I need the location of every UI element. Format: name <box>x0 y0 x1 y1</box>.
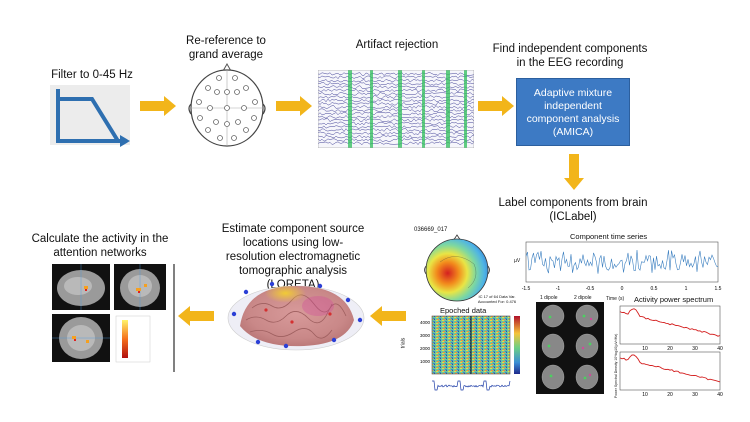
epoch-tick-label: 3000 <box>420 333 431 338</box>
time-tick-label: -0.5 <box>586 286 595 292</box>
time-series-chart: -1.5 -1 -0.5 0 0.5 1 1.5 <box>522 241 722 292</box>
spectrum-tick-label: 40 <box>717 392 723 396</box>
dipole-images <box>536 302 604 394</box>
spectrum-tick-label: 20 <box>667 346 673 352</box>
iclabel-step-label: Label components from brain (ICLabel) <box>498 197 648 223</box>
time-tick-label: 1 <box>685 286 688 292</box>
mri-slices-image <box>52 264 175 372</box>
arrow-left-icon <box>178 306 214 326</box>
eeg-cap-icon <box>188 62 266 147</box>
spectrum-tick-label: 30 <box>692 392 698 396</box>
time-tick-label: 0 <box>621 286 624 292</box>
time-tick-label: 1.5 <box>715 286 722 292</box>
epoched-info: IC 17 of 64 Data Var. Accounted For: 0.4… <box>477 294 517 304</box>
loreta-step-label: Estimate component source locations usin… <box>221 223 365 291</box>
spectrum-tick-label: 10 <box>642 392 648 396</box>
dipole-label-1: 1 dipole <box>540 295 558 301</box>
dipole-label-2: 2 dipole <box>574 295 592 301</box>
amica-box: Adaptive mixture independent component a… <box>516 78 630 146</box>
spectrum-ylabel: Power Spectral Density 10*log10(µV²/Hz) <box>614 333 618 398</box>
attention-step-label: Calculate the activity in the attention … <box>31 233 169 259</box>
eeg-traces-image <box>318 70 474 148</box>
component-id: 036669_017 <box>414 227 448 233</box>
arrow-left-icon <box>370 306 406 326</box>
arrow-right-icon <box>478 96 514 116</box>
time-tick-label: -1 <box>556 286 561 292</box>
time-series-xlabel: Time (s) <box>606 296 625 302</box>
epoched-title: Epoched data <box>440 306 487 315</box>
spectrum-tick-label: 40 <box>717 346 723 352</box>
topomap-image <box>424 234 490 302</box>
arrow-right-icon <box>276 96 312 116</box>
loreta-brain-image <box>227 281 365 351</box>
arrow-down-icon <box>564 154 584 190</box>
reref-step-label: Re-reference to grand average <box>186 35 266 61</box>
filter-step-label: Filter to 0-45 Hz <box>51 69 133 81</box>
epoch-tick-label: 4000 <box>420 320 431 325</box>
epoch-tick-label: 2000 <box>420 346 431 351</box>
time-series-ylabel: µV <box>514 258 521 264</box>
filter-icon <box>50 85 130 147</box>
arrow-right-icon <box>140 96 176 116</box>
time-series-title: Component time series <box>570 232 648 241</box>
amica-box-text: Adaptive mixture independent component a… <box>526 87 620 138</box>
epoched-ylabel: trials <box>400 337 407 349</box>
ica-step-label: Find independent components in the EEG r… <box>492 43 648 69</box>
epoched-image: 4000 3000 2000 1000 <box>420 315 520 391</box>
spectrum-tick-label: 10 <box>642 346 648 352</box>
spectrum-tick-label: 20 <box>667 392 673 396</box>
epoch-tick-label: 1000 <box>420 359 431 364</box>
time-tick-label: -1.5 <box>522 286 531 292</box>
artifact-step-label: Artifact rejection <box>355 39 439 51</box>
time-tick-label: 0.5 <box>651 286 658 292</box>
spectrum-tick-label: 30 <box>692 346 698 352</box>
spectrum-chart: 10 10 20 20 30 30 40 40 <box>619 305 723 396</box>
spectrum-title: Activity power spectrum <box>634 295 714 304</box>
